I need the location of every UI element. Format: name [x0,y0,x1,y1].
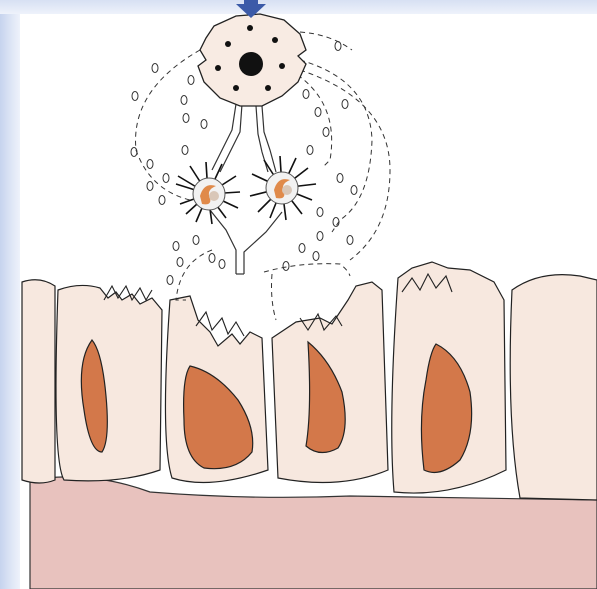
granule-icon [335,42,341,51]
granule-icon [159,196,165,205]
epithelial-cell-6 [510,275,597,500]
granule-icon [193,236,199,245]
killer-cell-icon [198,14,306,106]
granule-icon [347,236,353,245]
granule-icon [132,92,138,101]
granule-icon [307,146,313,155]
granule-icon [313,252,319,261]
granule-icon [152,64,158,73]
granule-icon [177,258,183,267]
granule-icon [131,148,137,157]
granule-icon [351,186,357,195]
granule-icon [299,244,305,253]
granule-icon [209,254,215,263]
epithelial-cell-2 [56,285,162,480]
granule-icon [188,76,194,85]
granule-icon [167,276,173,285]
granule-icon [183,114,189,123]
granule-icon [163,174,169,183]
granule-icon [323,128,329,137]
granule-icon [182,146,188,155]
granule-icon [303,90,309,99]
granule-icon [173,242,179,251]
granule-icon [147,182,153,191]
epithelial-cell-1 [22,280,55,483]
granule-icon [342,100,348,109]
granule-icon [201,120,207,129]
granule-icon [283,262,289,271]
effector-cell-left [176,162,240,224]
granule-icon [317,208,323,217]
granule-icon [315,108,321,117]
granule-icon [337,174,343,183]
basement-membrane [30,477,597,589]
granule-icon [147,160,153,169]
granule-icon [219,260,225,269]
effector-cell-right [250,156,316,220]
granule-icon [181,96,187,105]
granule-icon [317,232,323,241]
